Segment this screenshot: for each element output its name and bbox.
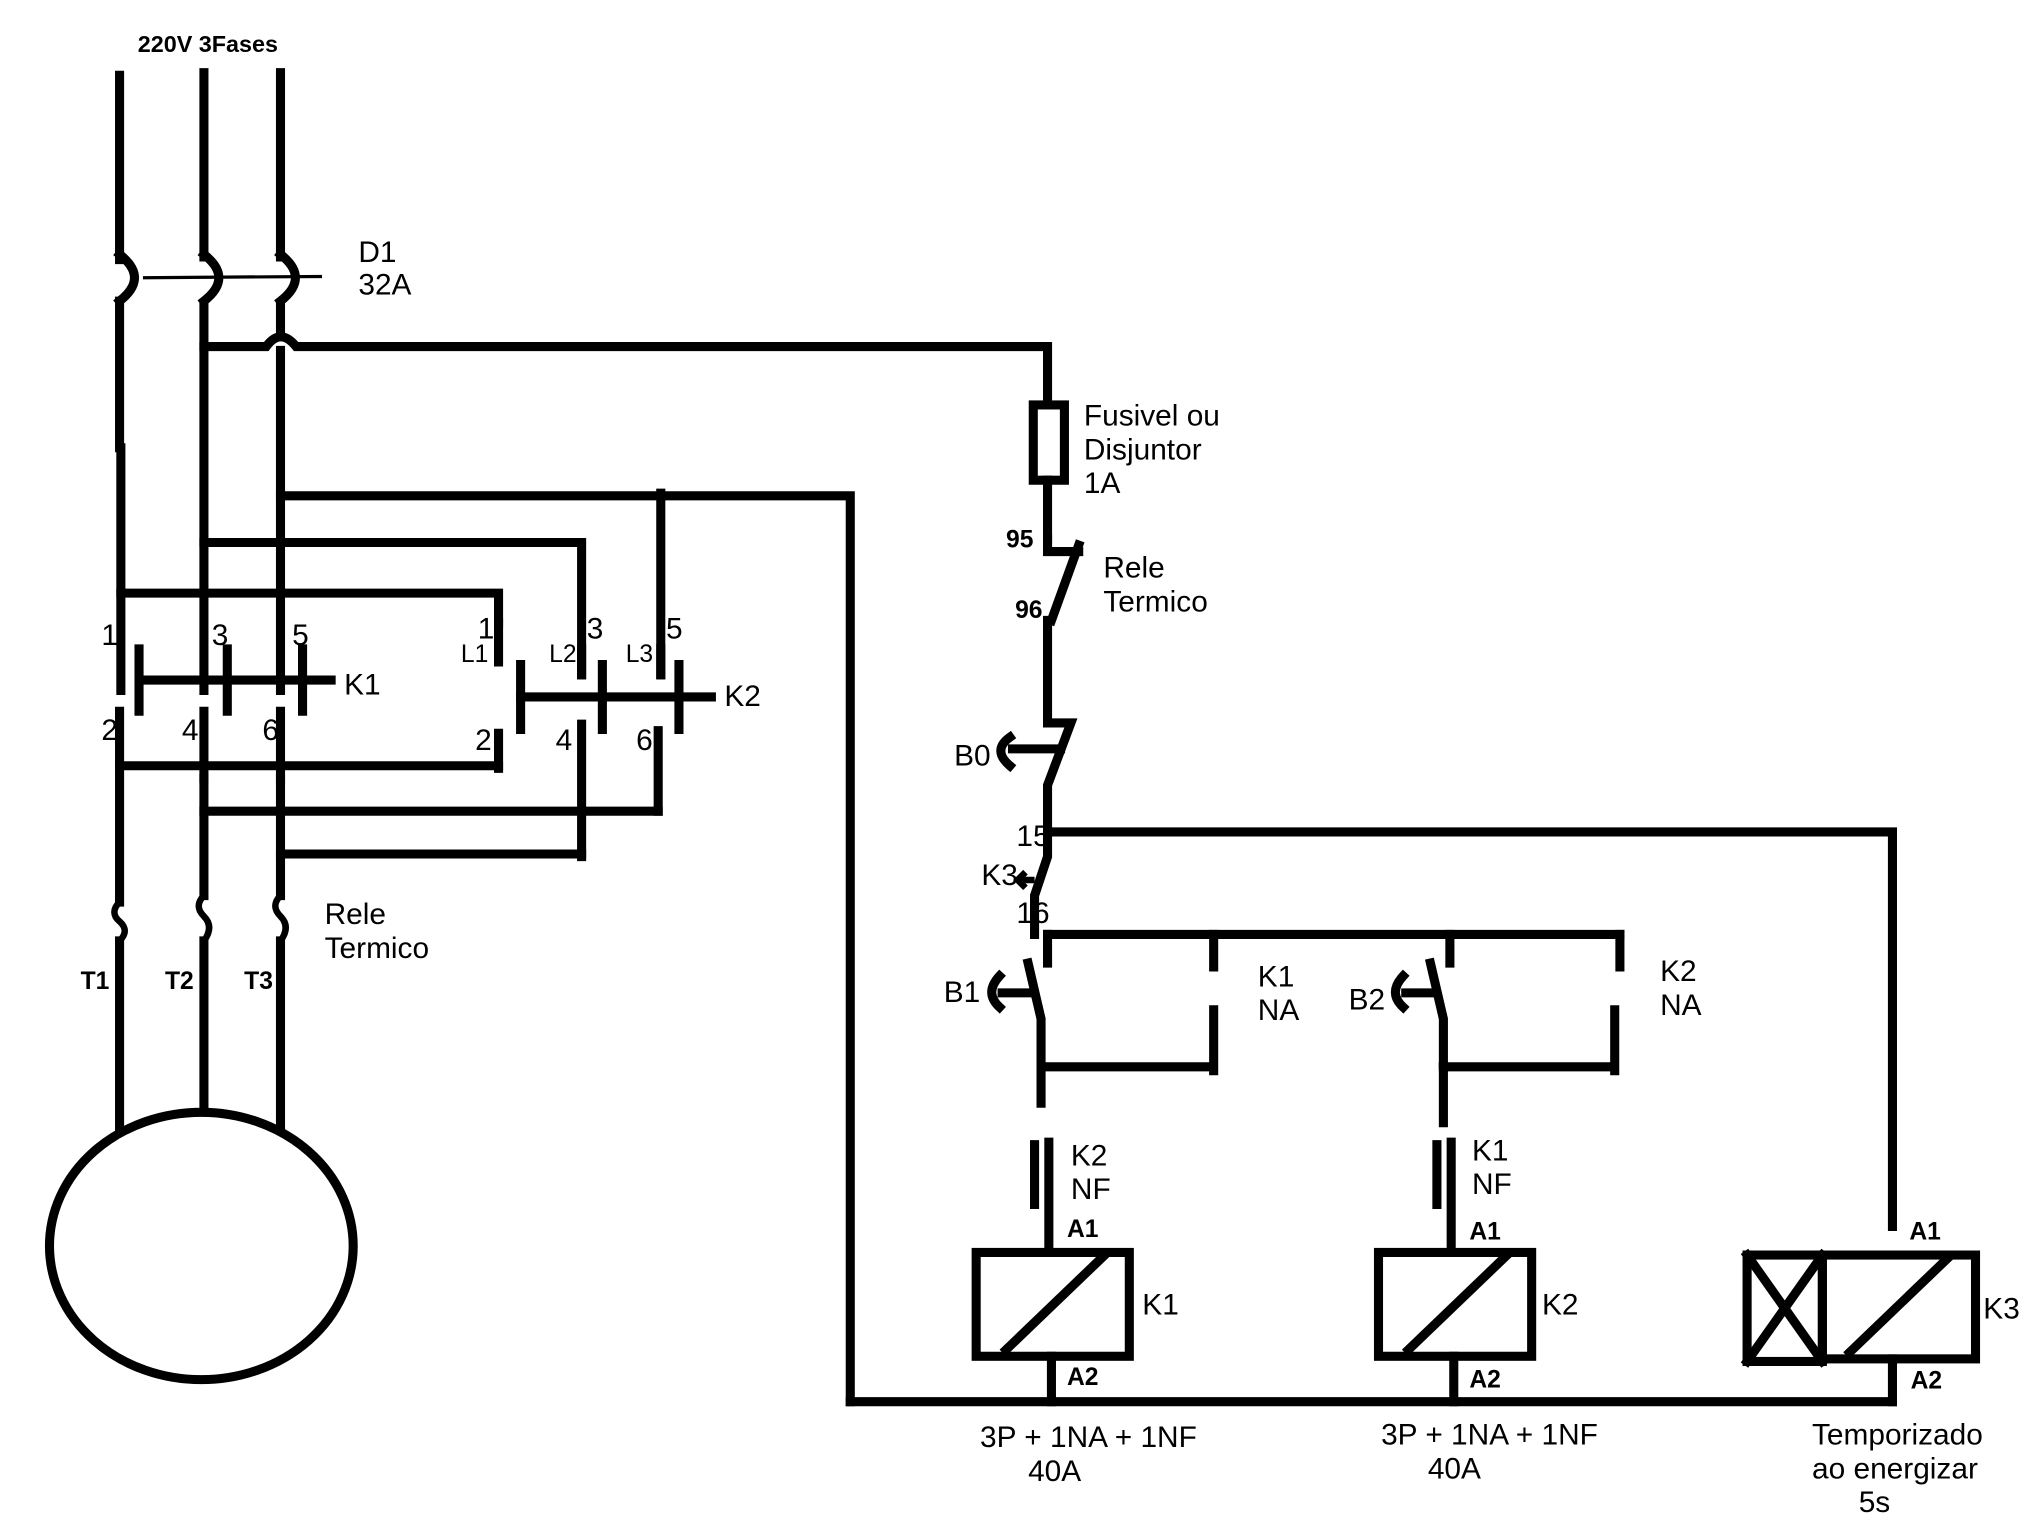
coil-k3-a2: A2 xyxy=(1911,1368,1943,1395)
k2-power-contactor xyxy=(494,618,716,862)
k3-timed-contact xyxy=(1013,827,1053,940)
start-button-b1 xyxy=(987,929,1219,1108)
k1-nf-type: NF xyxy=(1472,1168,1512,1201)
terminal-4: 4 xyxy=(182,714,199,747)
k2-in-1: 1 xyxy=(478,613,495,646)
coil-k3-spec3: 5s xyxy=(1859,1486,1891,1519)
coil-k3-a1: A1 xyxy=(1909,1218,1941,1245)
branch-wire-l3 xyxy=(275,491,855,1407)
coil-k1-a2: A2 xyxy=(1067,1364,1099,1391)
thermal-relay-contact xyxy=(1043,534,1085,725)
k1-power-contactor xyxy=(115,644,336,784)
k3-term-16: 16 xyxy=(1016,897,1049,930)
control-relay-line2: Termico xyxy=(1103,585,1207,618)
control-circuit xyxy=(845,400,1981,1407)
k2-nf-name: K2 xyxy=(1071,1139,1108,1172)
labels: 220V 3Fases D1 32A 1 3 5 2 4 6 K1 1 3 5 … xyxy=(81,31,2020,1519)
supply-label: 220V 3Fases xyxy=(138,31,278,57)
coil-k1-spec2: 40A xyxy=(1028,1455,1081,1488)
coil-k2-name: K2 xyxy=(1542,1289,1579,1322)
k1-na-name: K1 xyxy=(1258,960,1295,993)
k2-l2: L2 xyxy=(549,641,576,668)
coil-k2-spec2: 40A xyxy=(1428,1452,1481,1485)
stop-button-label: B0 xyxy=(954,740,991,773)
coil-k1 xyxy=(971,1247,1134,1407)
relay-term-95: 95 xyxy=(1006,527,1034,554)
motor-terminal-t3: T3 xyxy=(244,968,273,995)
k2-nf-type: NF xyxy=(1071,1173,1111,1206)
k3-contact-label: K3 xyxy=(981,859,1018,892)
supply-line-l1 xyxy=(115,70,126,696)
k2-out-6: 6 xyxy=(636,724,653,757)
breaker-name: D1 xyxy=(358,236,396,269)
coil-k2-a2: A2 xyxy=(1469,1366,1501,1393)
coil-k2 xyxy=(1373,1247,1537,1407)
branch-wire-l1 xyxy=(116,588,504,628)
coil-k2-spec1: 3P + 1NA + 1NF xyxy=(1381,1419,1598,1452)
b1-label: B1 xyxy=(944,976,981,1009)
k1-power-label: K1 xyxy=(344,668,381,701)
fuse-line3: 1A xyxy=(1084,467,1121,500)
k2-l1: L1 xyxy=(461,641,488,668)
k2-out-2: 2 xyxy=(475,724,492,757)
fuse-line2: Disjuntor xyxy=(1084,433,1202,466)
start-button-b2 xyxy=(1390,929,1625,1128)
b2-label: B2 xyxy=(1349,984,1386,1017)
k2-l3: L3 xyxy=(626,641,653,668)
k1-nf-contact xyxy=(1432,1137,1456,1254)
terminal-1: 1 xyxy=(101,619,118,652)
coil-k3-name: K3 xyxy=(1983,1293,2020,1326)
k1-nf-name: K1 xyxy=(1472,1134,1509,1167)
k3-supply-wire xyxy=(1043,827,1897,1232)
control-supply-wire xyxy=(199,332,1053,407)
fuse-line1: Fusivel ou xyxy=(1084,400,1220,433)
terminal-3: 3 xyxy=(212,619,229,652)
coil-k1-a1: A1 xyxy=(1067,1216,1099,1243)
k3-term-15: 15 xyxy=(1016,820,1049,853)
k2-na-type: NA xyxy=(1660,989,1702,1022)
motor-terminal-t1: T1 xyxy=(81,968,110,995)
k2-in-3: 3 xyxy=(587,613,604,646)
stop-button-b0 xyxy=(996,718,1078,833)
relay-term-96: 96 xyxy=(1015,597,1042,624)
branch-wire-l2 xyxy=(199,537,587,680)
coil-k3-spec1: Temporizado xyxy=(1812,1419,1983,1452)
control-relay-line1: Rele xyxy=(1103,552,1164,585)
coil-k1-spec1: 3P + 1NA + 1NF xyxy=(980,1421,1197,1454)
thermal-relay-power xyxy=(111,893,289,944)
motor xyxy=(44,1107,358,1385)
terminal-2: 2 xyxy=(101,714,118,747)
k1-na-type: NA xyxy=(1258,994,1300,1027)
breaker-d1 xyxy=(113,248,323,308)
k2-na-name: K2 xyxy=(1660,955,1697,988)
power-circuit xyxy=(44,68,1053,1407)
breaker-rating: 32A xyxy=(358,269,411,302)
control-fuse xyxy=(1028,400,1069,485)
power-relay-line1: Rele xyxy=(325,898,386,931)
coil-k2-a1: A1 xyxy=(1469,1218,1501,1245)
motor-terminal-t2: T2 xyxy=(165,968,194,995)
terminal-5: 5 xyxy=(292,619,309,652)
coil-k3-spec2: ao energizar xyxy=(1812,1452,1978,1485)
k2-in-5: 5 xyxy=(666,613,683,646)
terminal-6: 6 xyxy=(262,714,279,747)
k2-out-4: 4 xyxy=(556,724,573,757)
k2-power-label: K2 xyxy=(724,680,761,713)
coil-k3 xyxy=(1740,1248,1981,1407)
power-relay-line2: Termico xyxy=(325,932,429,965)
coil-k1-name: K1 xyxy=(1142,1289,1179,1322)
k2-nf-contact xyxy=(1030,1137,1054,1254)
